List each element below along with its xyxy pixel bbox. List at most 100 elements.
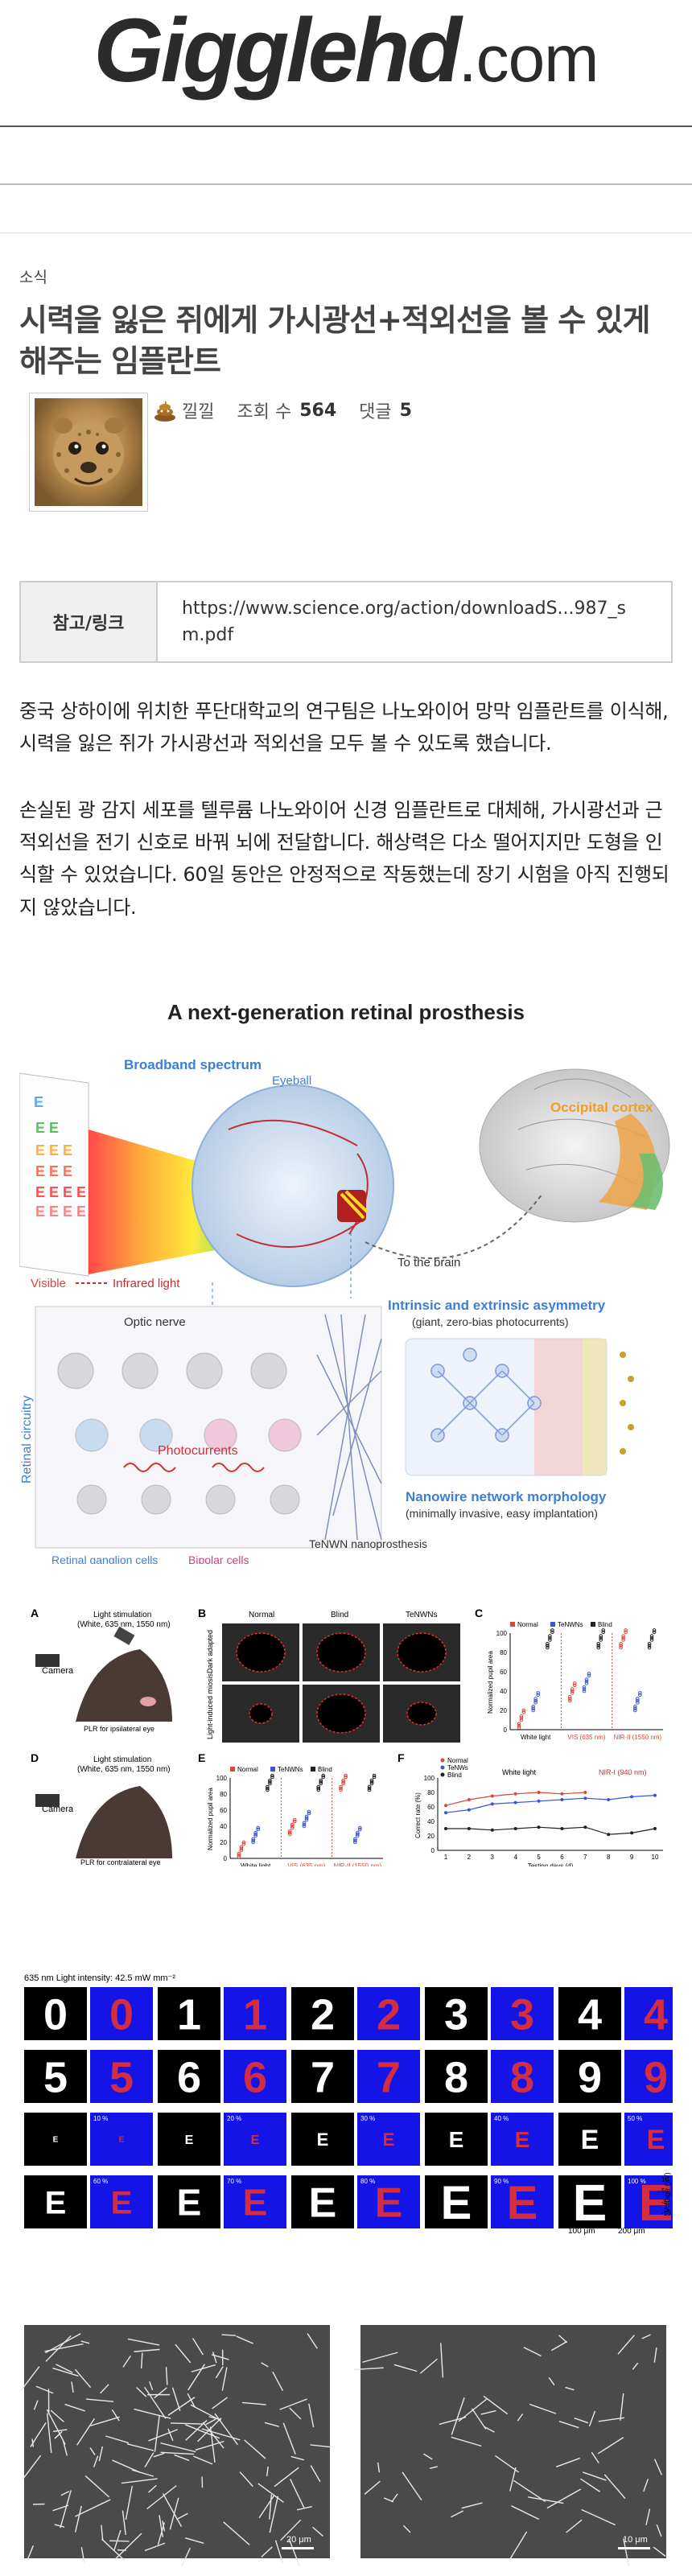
svg-text:E E E: E E E [35,1163,72,1179]
nanowire [22,2455,42,2480]
response-cell [491,2113,554,2166]
nanowire [205,2418,216,2426]
nanowire [617,2335,635,2355]
data-point [548,1638,552,1642]
author-name[interactable]: 낄낄 [182,402,215,423]
stimulus-glyph: E [317,2130,329,2150]
data-point [533,1697,538,1701]
nanowire [52,2429,68,2433]
panel-c-label: C [475,1607,483,1619]
nanowire [555,2457,580,2467]
nanowire [148,2429,179,2442]
nanowire [159,2515,163,2537]
group-label: White light [241,1862,271,1866]
data-point [599,1638,603,1642]
nanowire [215,2366,224,2379]
nanowire [122,2510,126,2536]
nanowire [290,2479,305,2508]
response-cell [224,2175,286,2228]
data-point [649,1638,654,1642]
data-point [596,1641,601,1646]
y-tick-label: 80 [220,1791,227,1798]
panel-d-label: D [31,1751,39,1764]
label-bipolar: Bipolar cells [188,1553,249,1564]
article-title: 시력을 잃은 쥐에게 가시광선+적외선을 볼 수 있게 해주는 임플란트 [19,302,650,379]
data-point [356,1832,360,1837]
data-point [649,1636,654,1640]
nanowire [377,2462,381,2473]
y-tick-label: 100 [424,1775,435,1782]
label-visible: Visible [31,1277,66,1290]
nanowire [223,2521,250,2545]
category-link[interactable]: 소식 [19,269,47,286]
label-ganglion: Retinal ganglion cells [51,1553,158,1564]
nanowire [461,2502,483,2509]
data-point [290,1822,295,1827]
camera-icon-d [35,1794,60,1807]
reference-table: 참고/링크 https://www.science.org/action/dow… [19,581,673,664]
nanowire [269,2494,273,2520]
data-point [292,1817,297,1822]
nanowire [310,2444,331,2448]
legend-swatch [311,1767,315,1772]
data-point [519,1718,524,1722]
data-point [536,1693,540,1697]
site-logo[interactable]: Gigglehd.com [94,6,599,96]
nanowire [56,2364,73,2373]
data-point [517,1722,521,1726]
reference-link[interactable]: https://www.science.org/action/downloadS… [182,599,626,646]
response-glyph: E [251,2134,260,2147]
nanowire [209,2426,216,2463]
nanowire [167,2428,174,2442]
data-point [270,1775,274,1780]
nanowire [484,2426,495,2433]
nanowire [236,2335,254,2344]
figure1-title: A next-generation retinal prosthesis [167,1000,525,1024]
nanowire [241,2401,266,2405]
nanowire [122,2355,131,2368]
stimulus-cell [558,2113,621,2166]
nanowire [422,2453,433,2460]
data-point [369,1780,374,1784]
percent-label: 50 % [628,2115,642,2122]
stimulus-cell [24,2050,87,2103]
nanowire [274,2540,284,2564]
data-point [570,1687,575,1691]
label-eyeball: Eyeball [272,1074,311,1088]
data-point [353,1837,357,1841]
nanowire [121,2478,158,2484]
voltage-label: Voltage (μV) [663,2172,671,2212]
divider [0,185,692,233]
nanowire [80,2546,85,2563]
data-point [572,1681,577,1685]
data-point [531,1704,535,1709]
stimulus-glyph: E [177,2182,202,2224]
y-tick-label: 0 [504,1726,508,1734]
data-point [619,1641,623,1646]
data-point [353,1838,357,1843]
y-tick-label: 60 [500,1669,507,1676]
nanowire [187,2393,196,2408]
data-point [596,1645,601,1650]
nanowire [54,2524,65,2528]
avatar[interactable] [29,393,148,512]
data-point [266,1786,270,1791]
percent-label: 70 % [227,2178,241,2185]
data-point [237,1851,241,1856]
label-asymmetry: Intrinsic and extrinsic asymmetry [388,1298,606,1313]
comments-count[interactable]: 5 [399,400,412,421]
stimulus-cell [291,2050,354,2103]
nanowire [364,2480,381,2495]
stimulus-cell [291,2175,354,2228]
nanowire [193,2455,213,2465]
response-glyph: E [375,2180,403,2227]
nanowire [239,2471,253,2488]
data-point [601,1628,606,1632]
data-point [633,1706,637,1710]
stimulus-cell [158,2113,220,2166]
panel-e-label: E [198,1751,205,1764]
nanowire [184,2424,220,2439]
nanowire [98,2446,104,2462]
data-point [596,1644,601,1648]
data-point [369,1778,374,1783]
